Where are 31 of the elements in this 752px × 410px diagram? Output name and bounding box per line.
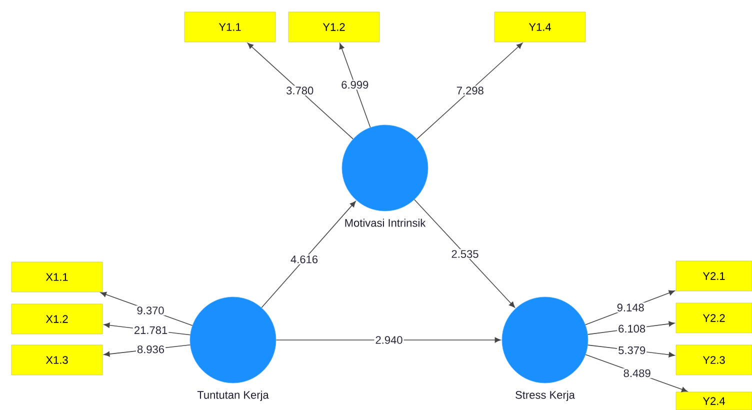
arrow bbox=[416, 42, 523, 140]
indicator-box: X1.3 bbox=[11, 344, 103, 376]
edge-label: 6.108 bbox=[617, 324, 647, 334]
indicator-box: Y2.2 bbox=[676, 302, 752, 334]
node-label: Stress Kerja bbox=[516, 390, 575, 401]
arrow bbox=[261, 201, 356, 308]
indicator-box: Y2.4 bbox=[676, 392, 752, 410]
indicator-box: X1.2 bbox=[11, 304, 103, 334]
arrow bbox=[339, 43, 371, 128]
indicator-box: Y1.1 bbox=[184, 12, 276, 42]
edge-label: 3.780 bbox=[285, 86, 315, 96]
indicator-box: Y1.2 bbox=[288, 12, 380, 42]
edge-label: 21.781 bbox=[132, 325, 169, 336]
node-label: Motivasi Intrinsik bbox=[345, 218, 426, 227]
indicator-box: Y2.3 bbox=[676, 344, 752, 376]
edge-label: 5.379 bbox=[617, 345, 647, 356]
indicator-box: X1.1 bbox=[11, 262, 103, 292]
indicator-box: Y2.1 bbox=[676, 260, 752, 292]
edge-label: 9.370 bbox=[136, 306, 166, 316]
edge-label: 8.936 bbox=[136, 344, 166, 354]
node-label: Tuntutan Kerja bbox=[197, 390, 269, 401]
edge-label: 2.535 bbox=[450, 249, 480, 259]
edge-label: 7.298 bbox=[455, 86, 485, 96]
arrow bbox=[247, 42, 354, 140]
edge-label: 9.148 bbox=[616, 302, 646, 312]
edge-label: 4.616 bbox=[290, 254, 320, 264]
arrow bbox=[414, 199, 515, 308]
indicator-box: Y1.4 bbox=[494, 12, 586, 42]
edge-label: 8.489 bbox=[622, 368, 652, 378]
edge-label: 2.940 bbox=[374, 335, 404, 345]
edge-label: 6.999 bbox=[340, 80, 370, 90]
